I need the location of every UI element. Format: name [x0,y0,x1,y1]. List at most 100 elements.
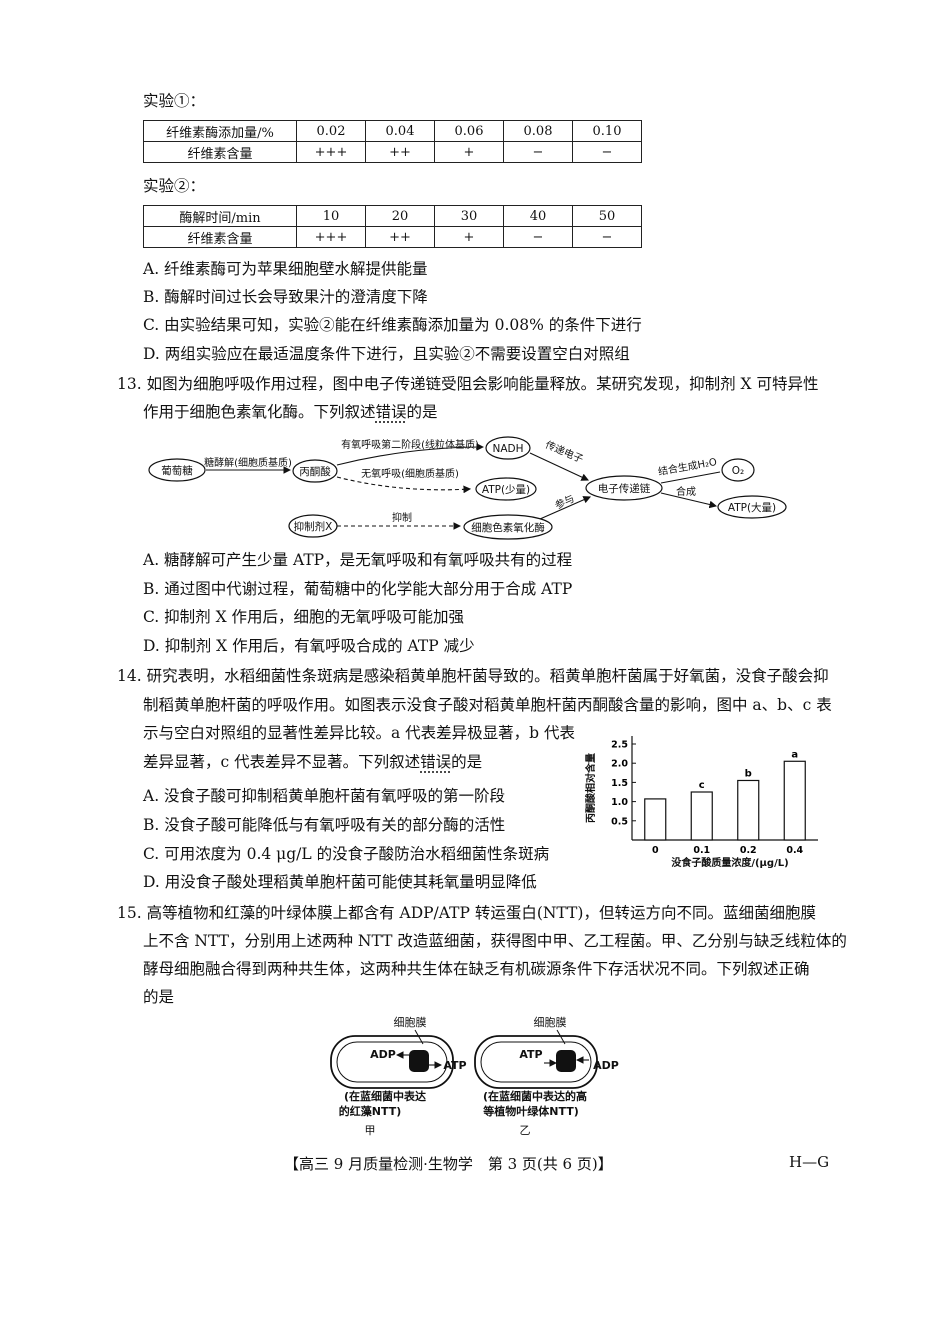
page-footer: 【高三 9 月质量检测·生物学 第 3 页(共 6 页)】 [284,1155,613,1173]
q14-option-a: A. 没食子酸可抑制稻黄单胞杆菌有氧呼吸的第一阶段 [143,787,506,805]
q13-stem-post: 的是 [406,403,438,421]
cell-b-caption-2: 等植物叶绿体NTT) [482,1104,579,1118]
q15-stem-line1: 15. 高等植物和红藻的叶绿体膜上都含有 ADP/ATP 转运蛋白(NTT)，但… [117,904,816,922]
cell-b-ntt-protein [556,1050,576,1072]
q14-stem-line1: 14. 研究表明，水稻细菌性条斑病是感染稻黄单胞杆菌导致的。稻黄单胞杆菌属于好氧… [117,667,829,685]
exp2-title: 实验②： [143,177,206,195]
chart-y-tick-label: 0.5 [611,816,628,827]
q13-stem-emph: 错误 [375,403,407,421]
table-cell: 10 [296,205,366,227]
table-cell: +++ [296,226,366,248]
chart-x-tick-label: 0 [652,845,659,856]
etc-node [585,475,663,501]
q13-option-c: C. 抑制剂 X 作用后，细胞的无氧呼吸可能加强 [143,608,465,626]
pyruvate-bar-chart: 丙酮酸相对含量 没食子酸质量浓度/(μg/L) 0.51.01.52.02.50… [584,736,818,869]
table-cell: 50 [572,205,642,227]
cell-a-caption-1: (在蓝细菌中表达 [344,1089,426,1103]
q13-stem-line1: 13. 如图为细胞呼吸作用过程，图中电子传递链受阻会影响能量释放。某研究发现，抑… [117,375,819,393]
q15-stem-line4: 的是 [143,988,175,1006]
cell-a-inside-label: ADP [370,1048,396,1061]
cell-a-name: 甲 [365,1124,376,1137]
cell-b-membrane [474,1035,598,1089]
table-cell: + [434,141,504,163]
cell-b-outside-label: ADP [593,1059,619,1072]
pyruvate-node [292,459,338,483]
pyruvate-label: 丙酮酸 [299,465,331,478]
chart-y-tick-label: 2.5 [611,740,628,751]
table-cell: − [572,141,642,163]
q14-stem-emph: 错误 [420,753,452,771]
table-cell: 0.10 [572,120,642,142]
cell-a-membrane [330,1035,454,1089]
table-cell: − [503,226,573,248]
q14-stem-pre: 差异显著，c 代表差异不显著。下列叙述 [143,753,421,771]
q12-option-d: D. 两组实验应在最适温度条件下进行，且实验②不需要设置空白对照组 [143,345,630,363]
transfer-electron-label: 传递电子 [543,438,585,466]
cell-a-membrane-label: 细胞膜 [394,1016,427,1029]
chart-y-tick-label: 1.0 [611,797,628,808]
chart-significance-label: a [791,749,798,760]
table-cell: 30 [434,205,504,227]
atp-small-node [475,477,537,501]
atp-large-node [717,495,787,519]
nadh-node [485,436,531,460]
exp1-title: 实验①： [143,92,206,110]
etc-label: 电子传递链 [598,482,651,495]
q15-stem-line2: 上不含 NTT，分别用上述两种 NTT 改造蓝细菌，获得图中甲、乙工程菌。甲、乙… [143,932,847,950]
q13-stem-pre: 作用于细胞色素氧化酶。下列叙述 [143,403,376,421]
chart-bar [644,798,667,841]
table-cell: − [503,141,573,163]
q13-option-a: A. 糖酵解可产生少量 ATP，是无氧呼吸和有氧呼吸共有的过程 [143,551,573,569]
synthesis-label: 合成 [676,485,696,498]
inhibit-label: 抑制 [392,511,412,524]
respiration-diagram: 葡萄糖 糖酵解(细胞质基质) 丙酮酸 有氧呼吸第二阶段(线粒体基质) NADH … [148,436,787,540]
exp1-table: 纤维素酶添加量/% 0.02 0.04 0.06 0.08 0.10 纤维素含量… [143,120,642,163]
table-cell: +++ [296,141,366,163]
chart-significance-label: b [745,768,752,779]
table-cell: 酶解时间/min [143,205,297,227]
chart-bar [690,791,713,841]
o2-node [721,458,755,482]
q12-option-a: A. 纤维素酶可为苹果细胞壁水解提供能量 [143,260,428,278]
q12-option-c: C. 由实验结果可知，实验②能在纤维素酶添加量为 0.08% 的条件下进行 [143,316,642,334]
chart-x-tick-label: 0.1 [693,845,710,856]
atp-large-label: ATP(大量) [728,501,776,514]
table-cell: + [434,226,504,248]
participate-label: 参与 [553,492,577,512]
cell-b-membrane-label: 细胞膜 [534,1016,567,1029]
table-cell: 0.04 [365,120,435,142]
chart-y-tick-label: 1.5 [611,778,628,789]
table-cell: 0.08 [503,120,573,142]
cell-b-inside-label: ATP [519,1048,542,1061]
exp2-table: 酶解时间/min 10 20 30 40 50 纤维素含量 +++ ++ + −… [143,205,642,248]
chart-ylabel: 丙酮酸相对含量 [584,753,597,823]
cell-a-ntt-protein [409,1050,429,1072]
table-cell: − [572,226,642,248]
table-cell: 20 [365,205,435,227]
page-code: H—G [789,1153,830,1171]
glycolysis-label: 糖酵解(细胞质基质) [204,456,292,469]
q13-option-d: D. 抑制剂 X 作用后，有氧呼吸合成的 ATP 减少 [143,637,475,655]
atp-small-label: ATP(少量) [482,484,530,496]
cell-b-caption-1: (在蓝细菌中表达的高 [483,1089,587,1103]
table-row: 纤维素含量 +++ ++ + − − [143,226,642,248]
q14-stem-line2: 制稻黄单胞杆菌的呼吸作用。如图表示没食子酸对稻黄单胞杆菌丙酮酸含量的影响，图中 … [143,696,832,714]
table-cell: ++ [365,226,435,248]
table-row: 纤维素酶添加量/% 0.02 0.04 0.06 0.08 0.10 [143,120,642,142]
chart-x-tick-label: 0.4 [786,845,803,856]
cell-b-inner-membrane [480,1041,592,1083]
glucose-label: 葡萄糖 [161,464,193,477]
table-cell: 纤维素酶添加量/% [143,120,297,142]
cell-a-inner-membrane [336,1041,448,1083]
chart-x-tick-label: 0.2 [740,845,757,856]
anaerobic-label: 无氧呼吸(细胞质基质) [361,467,459,480]
cell-a-caption-2: 的红藻NTT) [339,1104,402,1118]
table-cell: 0.06 [434,120,504,142]
q14-option-b: B. 没食子酸可能降低与有氧呼吸有关的部分酶的活性 [143,816,506,834]
chart-xlabel: 没食子酸质量浓度/(μg/L) [671,856,788,869]
q14-option-d: D. 用没食子酸处理稻黄单胞杆菌可能使其耗氧量明显降低 [143,873,537,891]
cell-a-outside-label: ATP [443,1059,466,1072]
cytochrome-oxidase-label: 细胞色素氧化酶 [471,521,545,534]
inhibitor-label: 抑制剂X [294,520,333,533]
table-row: 酶解时间/min 10 20 30 40 50 [143,205,642,227]
